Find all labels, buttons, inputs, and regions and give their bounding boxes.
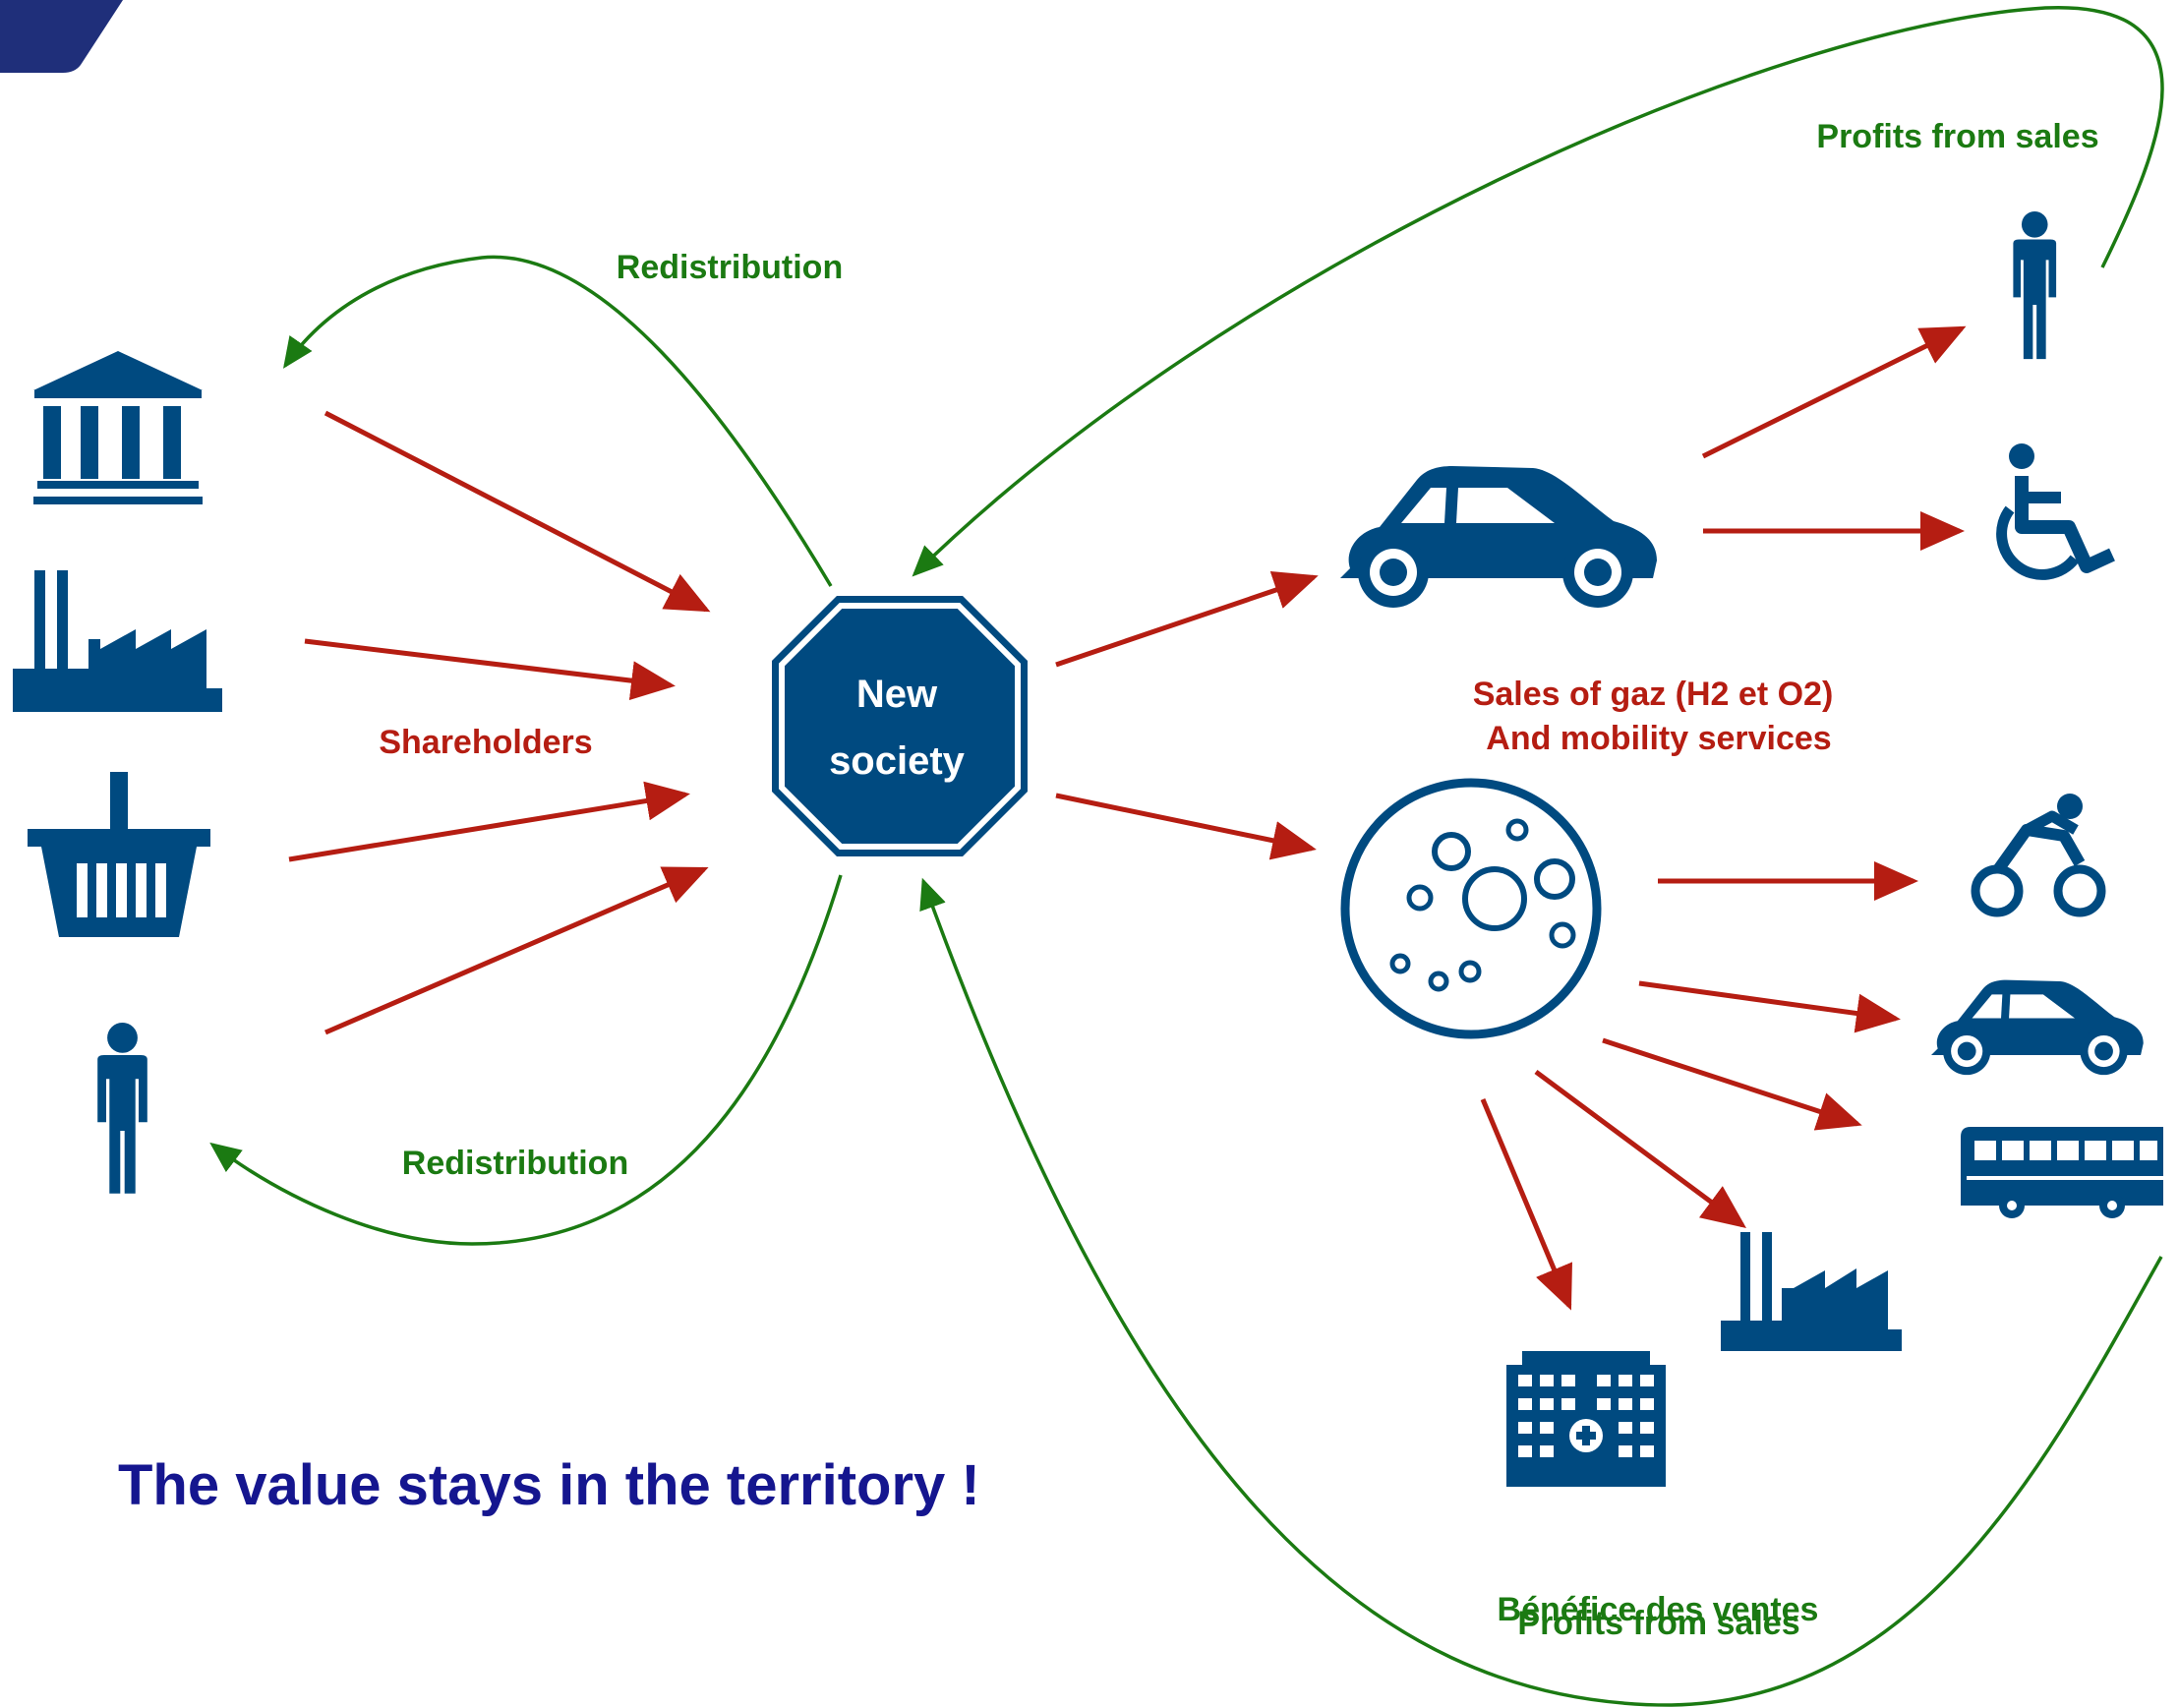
redistribution-top-arrow bbox=[283, 255, 833, 587]
person-icon bbox=[2013, 211, 2057, 360]
society-to-car-arrow bbox=[1055, 570, 1319, 668]
bank-to-society-arrow bbox=[324, 410, 711, 613]
person-to-society-arrow bbox=[324, 866, 709, 1035]
benefice-label: Bénéfice des ventes bbox=[1498, 1591, 1819, 1628]
redistribution-top-label: Redistribution bbox=[617, 249, 843, 286]
gas-to-hospital-arrow bbox=[1480, 1098, 1572, 1311]
bus-icon bbox=[1961, 1127, 2163, 1218]
shopping-basket-icon bbox=[28, 772, 210, 937]
hospital-icon bbox=[1506, 1351, 1666, 1487]
shareholders-label: Shareholders bbox=[379, 724, 592, 761]
redistribution-bottom-arrow bbox=[209, 874, 843, 1246]
new-society-node: New society bbox=[772, 596, 1028, 856]
profits-top-arrow bbox=[912, 6, 2164, 577]
car-to-person-arrow bbox=[1701, 325, 1967, 459]
tagline: The value stays in the territory ! bbox=[118, 1453, 980, 1517]
corner-tab bbox=[0, 0, 123, 73]
wheelchair-icon bbox=[1996, 443, 2115, 580]
basket-to-society-arrow bbox=[288, 781, 690, 862]
society-to-gas-arrow bbox=[1055, 793, 1317, 860]
bicycle-icon bbox=[1971, 794, 2106, 917]
gas-to-factory-arrow bbox=[1534, 1069, 1747, 1228]
bank-icon bbox=[33, 351, 203, 504]
factory-icon bbox=[13, 570, 222, 712]
gas-bubbles-icon bbox=[1340, 778, 1602, 1039]
center-label-line1: New bbox=[856, 673, 938, 716]
factory-icon bbox=[1721, 1232, 1902, 1351]
car-icon bbox=[1931, 979, 2144, 1076]
sales-label-line2: And mobility services bbox=[1486, 720, 1831, 757]
car-icon bbox=[1340, 466, 1657, 608]
flow-arrows bbox=[288, 325, 1967, 1311]
factory-to-society-arrow bbox=[304, 638, 676, 701]
center-label-line2: society bbox=[829, 739, 966, 783]
return-arrows bbox=[209, 6, 2164, 1707]
profits-top-label: Profits from sales bbox=[1816, 118, 2098, 155]
gas-to-bus-arrow bbox=[1602, 1037, 1862, 1131]
person-icon bbox=[97, 1023, 147, 1194]
profits-bottom-arrow bbox=[919, 877, 2163, 1707]
gas-to-car-arrow bbox=[1638, 980, 1901, 1033]
sales-label-line1: Sales of gaz (H2 et O2) bbox=[1473, 676, 1834, 713]
profits-bottom-label: Profits from sales bbox=[1517, 1605, 1799, 1642]
redistribution-bottom-label: Redistribution bbox=[402, 1145, 628, 1182]
